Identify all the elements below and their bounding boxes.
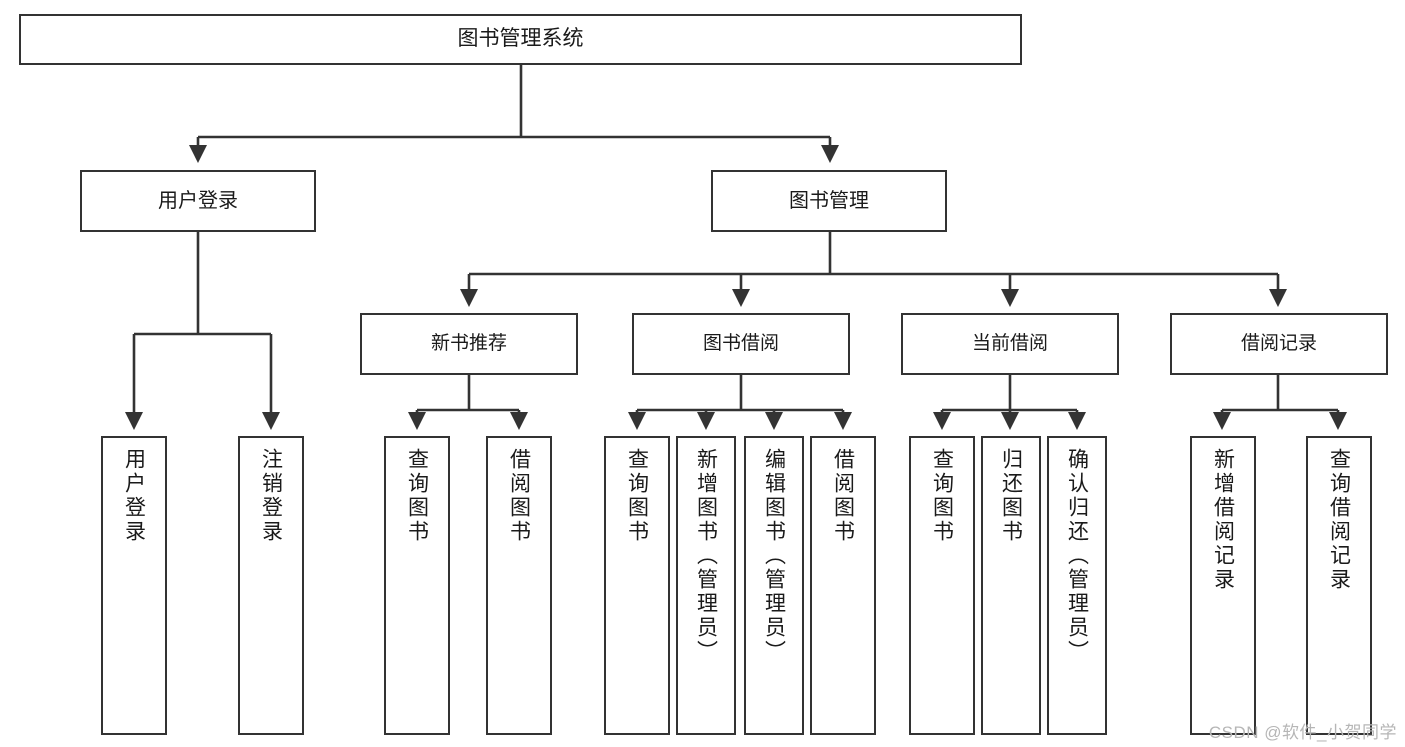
leaf-record-query-record[interactable]: 查询借阅记录 <box>1306 436 1372 735</box>
leaf-current-return-book[interactable]: 归还图书 <box>981 436 1041 735</box>
leaf-borrow-edit-book-admin[interactable]: 编辑图书（管理员） <box>744 436 804 735</box>
node-root-system[interactable]: 图书管理系统 <box>19 14 1022 65</box>
leaf-user-login-login[interactable]: 用户登录 <box>101 436 167 735</box>
leaf-new-book-query[interactable]: 查询图书 <box>384 436 450 735</box>
node-borrow-record[interactable]: 借阅记录 <box>1170 313 1388 375</box>
leaf-borrow-add-book-admin[interactable]: 新增图书（管理员） <box>676 436 736 735</box>
node-label: 用户登录 <box>122 448 146 544</box>
node-label: 当前借阅 <box>971 333 1048 355</box>
node-label: 图书管理 <box>789 189 869 212</box>
node-new-book-recommend[interactable]: 新书推荐 <box>360 313 578 375</box>
node-label: 查询借阅记录 <box>1327 448 1351 592</box>
node-label: 用户登录 <box>158 189 238 212</box>
node-label: 图书管理系统 <box>457 27 584 51</box>
leaf-user-login-logout[interactable]: 注销登录 <box>238 436 304 735</box>
node-label: 查询图书 <box>405 448 429 544</box>
node-label: 归还图书 <box>999 448 1023 544</box>
leaf-current-query-book[interactable]: 查询图书 <box>909 436 975 735</box>
watermark-text: CSDN @软件_小贺同学 <box>1208 723 1397 742</box>
node-label: 新增图书（管理员） <box>694 448 718 664</box>
node-label: 图书借阅 <box>702 333 779 355</box>
node-label: 注销登录 <box>259 448 283 544</box>
node-label: 新书推荐 <box>430 333 507 355</box>
node-label: 借阅图书 <box>831 448 855 544</box>
node-book-borrow[interactable]: 图书借阅 <box>632 313 850 375</box>
leaf-new-book-borrow[interactable]: 借阅图书 <box>486 436 552 735</box>
node-label: 新增借阅记录 <box>1211 448 1235 592</box>
node-user-login[interactable]: 用户登录 <box>80 170 316 232</box>
node-book-management[interactable]: 图书管理 <box>711 170 947 232</box>
leaf-borrow-borrow-book[interactable]: 借阅图书 <box>810 436 876 735</box>
node-label: 确认归还（管理员） <box>1065 448 1089 664</box>
node-label: 借阅记录 <box>1240 333 1317 355</box>
leaf-current-confirm-return-admin[interactable]: 确认归还（管理员） <box>1047 436 1107 735</box>
node-label: 编辑图书（管理员） <box>762 448 786 664</box>
node-label: 借阅图书 <box>507 448 531 544</box>
leaf-borrow-query-book[interactable]: 查询图书 <box>604 436 670 735</box>
node-label: 查询图书 <box>625 448 649 544</box>
node-label: 查询图书 <box>930 448 954 544</box>
node-current-borrow[interactable]: 当前借阅 <box>901 313 1119 375</box>
leaf-record-add-record[interactable]: 新增借阅记录 <box>1190 436 1256 735</box>
